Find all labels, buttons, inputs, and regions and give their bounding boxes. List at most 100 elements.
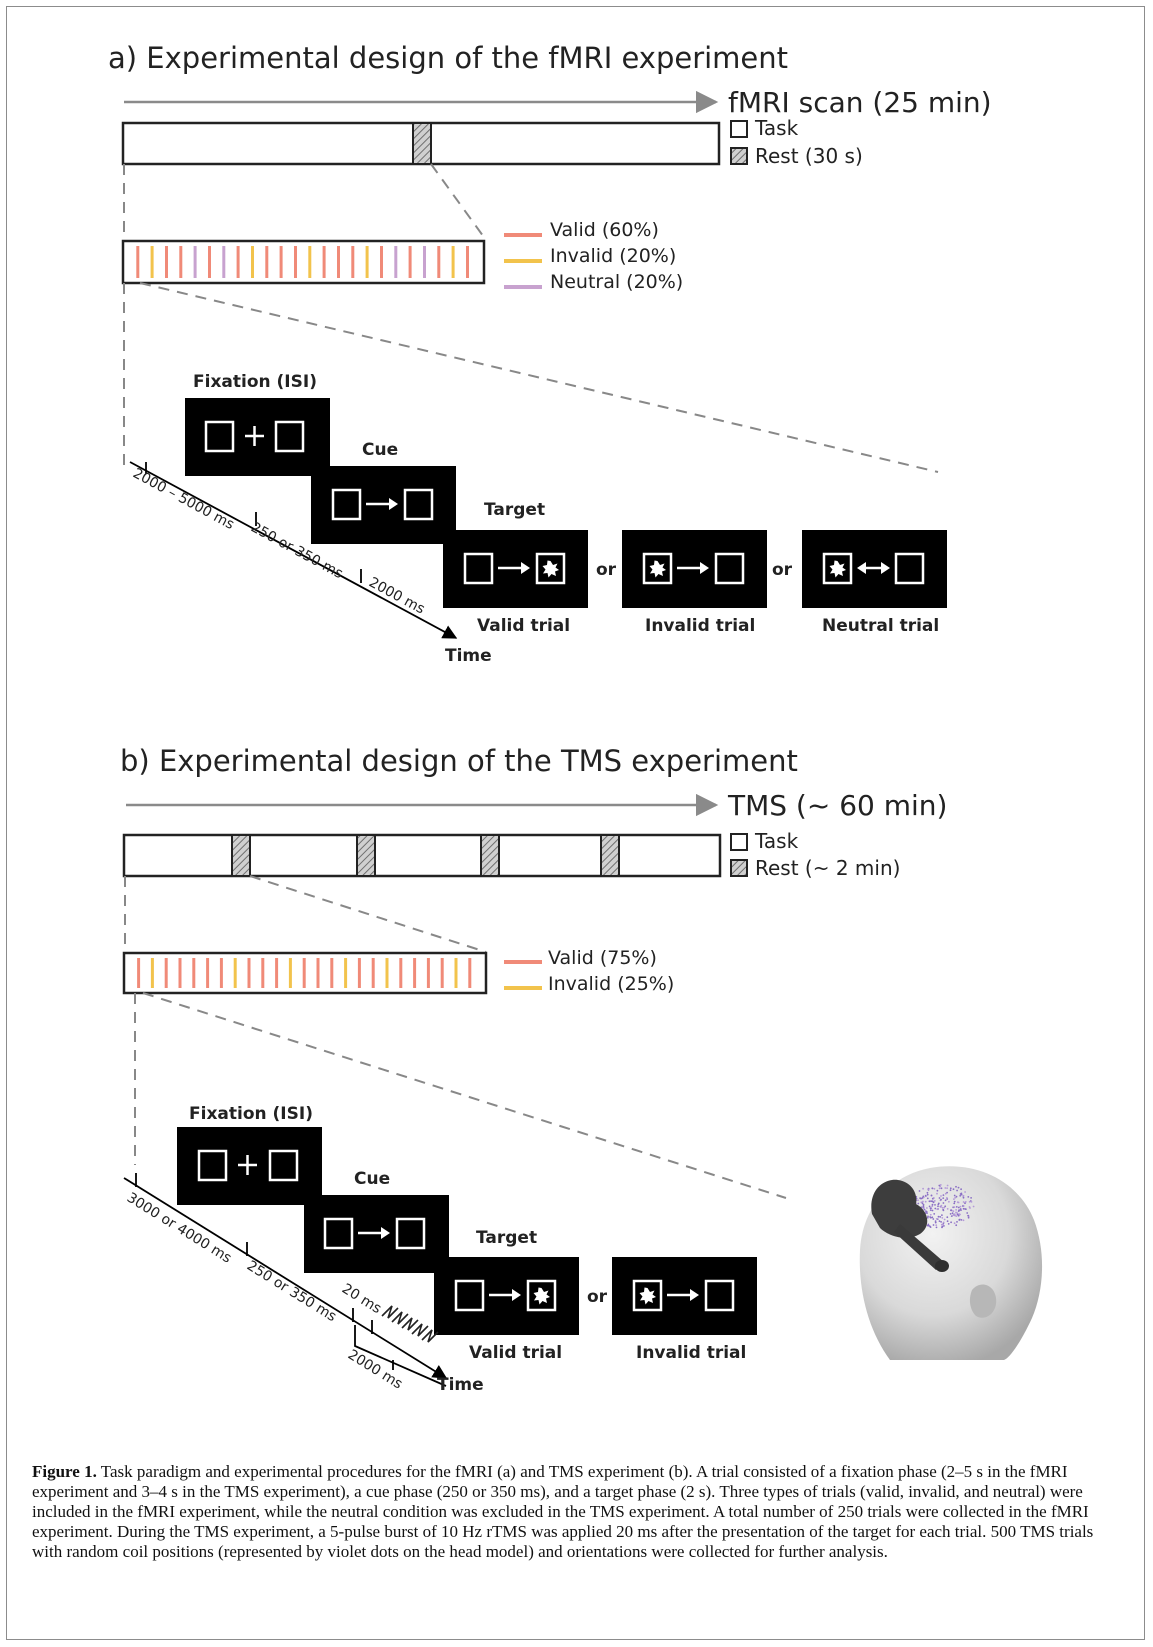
trial-stripe-invalid <box>150 958 154 988</box>
coil-position-dot <box>931 1187 934 1190</box>
coil-position-dot <box>967 1214 970 1217</box>
valid-legend-label: Valid (75%) <box>548 947 657 969</box>
coil-position-dot <box>956 1212 958 1214</box>
coil-position-dot <box>956 1201 959 1204</box>
coil-position-dot <box>953 1213 956 1216</box>
target-star-icon <box>533 1287 550 1305</box>
coil-position-dot <box>932 1224 935 1226</box>
coil-position-dot <box>938 1220 941 1222</box>
coil-position-dot <box>944 1199 947 1202</box>
coil-position-dot <box>941 1217 944 1219</box>
trial-stripe-valid <box>399 958 403 988</box>
coil-position-dot <box>926 1193 929 1196</box>
trial-stripe-valid <box>275 958 279 988</box>
trial-stripe-invalid <box>385 958 389 988</box>
rest-block <box>231 834 251 877</box>
coil-position-dot <box>953 1202 956 1205</box>
coil-position-dot <box>923 1208 926 1211</box>
coil-position-dot <box>954 1196 957 1199</box>
coil-position-dot <box>929 1207 932 1210</box>
coil-position-dot <box>924 1200 927 1203</box>
valid-legend-label: Valid (60%) <box>550 219 659 241</box>
coil-position-dot <box>936 1189 939 1192</box>
coil-position-dot <box>929 1213 932 1216</box>
trial-stripe-valid <box>179 246 183 278</box>
coil-position-dot <box>926 1197 929 1200</box>
tms-run-bar <box>122 833 722 878</box>
valid-legend-swatch <box>504 233 542 237</box>
time-label: Time <box>445 646 492 666</box>
coil-position-dot <box>921 1202 924 1205</box>
coil-position-dot <box>946 1216 949 1219</box>
coil-position-dot <box>931 1205 934 1208</box>
coil-position-dot <box>940 1221 942 1223</box>
valid-trial-label: Valid trial <box>469 1343 562 1363</box>
coil-position-dot <box>967 1196 970 1198</box>
coil-position-dot <box>944 1205 947 1208</box>
zoom-line <box>139 282 939 473</box>
trial-stripe-valid <box>265 246 269 278</box>
trial-stripe-valid <box>261 958 265 988</box>
target-star-icon <box>829 560 846 578</box>
coil-position-dot <box>933 1200 936 1202</box>
rest-block <box>600 834 620 877</box>
coil-position-dot <box>970 1197 972 1199</box>
time-axis <box>129 461 458 639</box>
figure-caption: Figure 1. Task paradigm and experimental… <box>32 1462 1122 1562</box>
trial-stripe-invalid <box>454 958 458 988</box>
coil-position-dot <box>957 1186 960 1189</box>
trial-stripe-valid <box>236 246 240 278</box>
trial-stripe-valid <box>380 246 383 278</box>
coil-position-dot <box>940 1223 943 1226</box>
coil-position-dot <box>953 1206 956 1208</box>
valid-legend-swatch <box>504 960 542 964</box>
trial-stripe-valid <box>440 958 444 988</box>
coil-position-dot <box>942 1208 945 1211</box>
coil-position-dot <box>918 1190 921 1192</box>
coil-position-dot <box>942 1197 945 1199</box>
coil-position-dot <box>968 1200 971 1203</box>
invalid-legend-swatch <box>504 259 542 263</box>
coil-position-dot <box>932 1201 935 1204</box>
rest-legend-swatch <box>730 147 748 165</box>
duration-label: 2000 ms <box>345 1347 405 1393</box>
trial-stripe-valid <box>351 246 355 278</box>
coil-position-dot <box>955 1224 958 1227</box>
task-legend-label: Task <box>754 116 799 140</box>
invalid-legend-swatch <box>504 986 542 990</box>
coil-position-dot <box>939 1216 942 1218</box>
trial-stripe-invalid <box>288 958 292 988</box>
rest-block <box>356 834 376 877</box>
coil-position-dot <box>959 1208 962 1210</box>
coil-position-dot <box>919 1197 921 1199</box>
coil-position-dot <box>946 1197 948 1199</box>
target-star-icon <box>639 1287 656 1305</box>
coil-position-dot <box>964 1208 966 1210</box>
duration-label: 20 ms <box>339 1281 384 1317</box>
trial-stripe-neutral <box>222 246 226 278</box>
coil-position-dot <box>955 1185 957 1188</box>
coil-position-dot <box>932 1218 935 1220</box>
trial-stripes <box>137 958 472 988</box>
trial-stripe-neutral <box>193 246 197 278</box>
coil-position-dot <box>942 1194 945 1196</box>
or-label: or <box>587 1287 608 1307</box>
coil-position-dot <box>962 1207 965 1210</box>
cue-label: Cue <box>362 440 398 460</box>
coil-position-dot <box>922 1187 924 1190</box>
trial-stripe-valid <box>192 958 196 988</box>
coil-position-dot <box>957 1206 960 1209</box>
coil-position-dot <box>933 1187 936 1190</box>
neutral-legend-label: Neutral (20%) <box>550 271 683 293</box>
coil-position-dot <box>964 1191 966 1193</box>
coil-position-dot <box>930 1194 933 1197</box>
coil-position-dot <box>941 1206 944 1209</box>
fmri-scan-label: fMRI scan (25 min) <box>728 86 992 119</box>
coil-position-dot <box>966 1212 969 1214</box>
coil-position-dot <box>922 1200 924 1203</box>
coil-position-dot <box>953 1200 956 1203</box>
target-star-icon <box>542 560 559 578</box>
coil-position-dot <box>958 1209 960 1211</box>
coil-position-dot <box>955 1206 958 1208</box>
coil-position-dot <box>926 1224 929 1227</box>
